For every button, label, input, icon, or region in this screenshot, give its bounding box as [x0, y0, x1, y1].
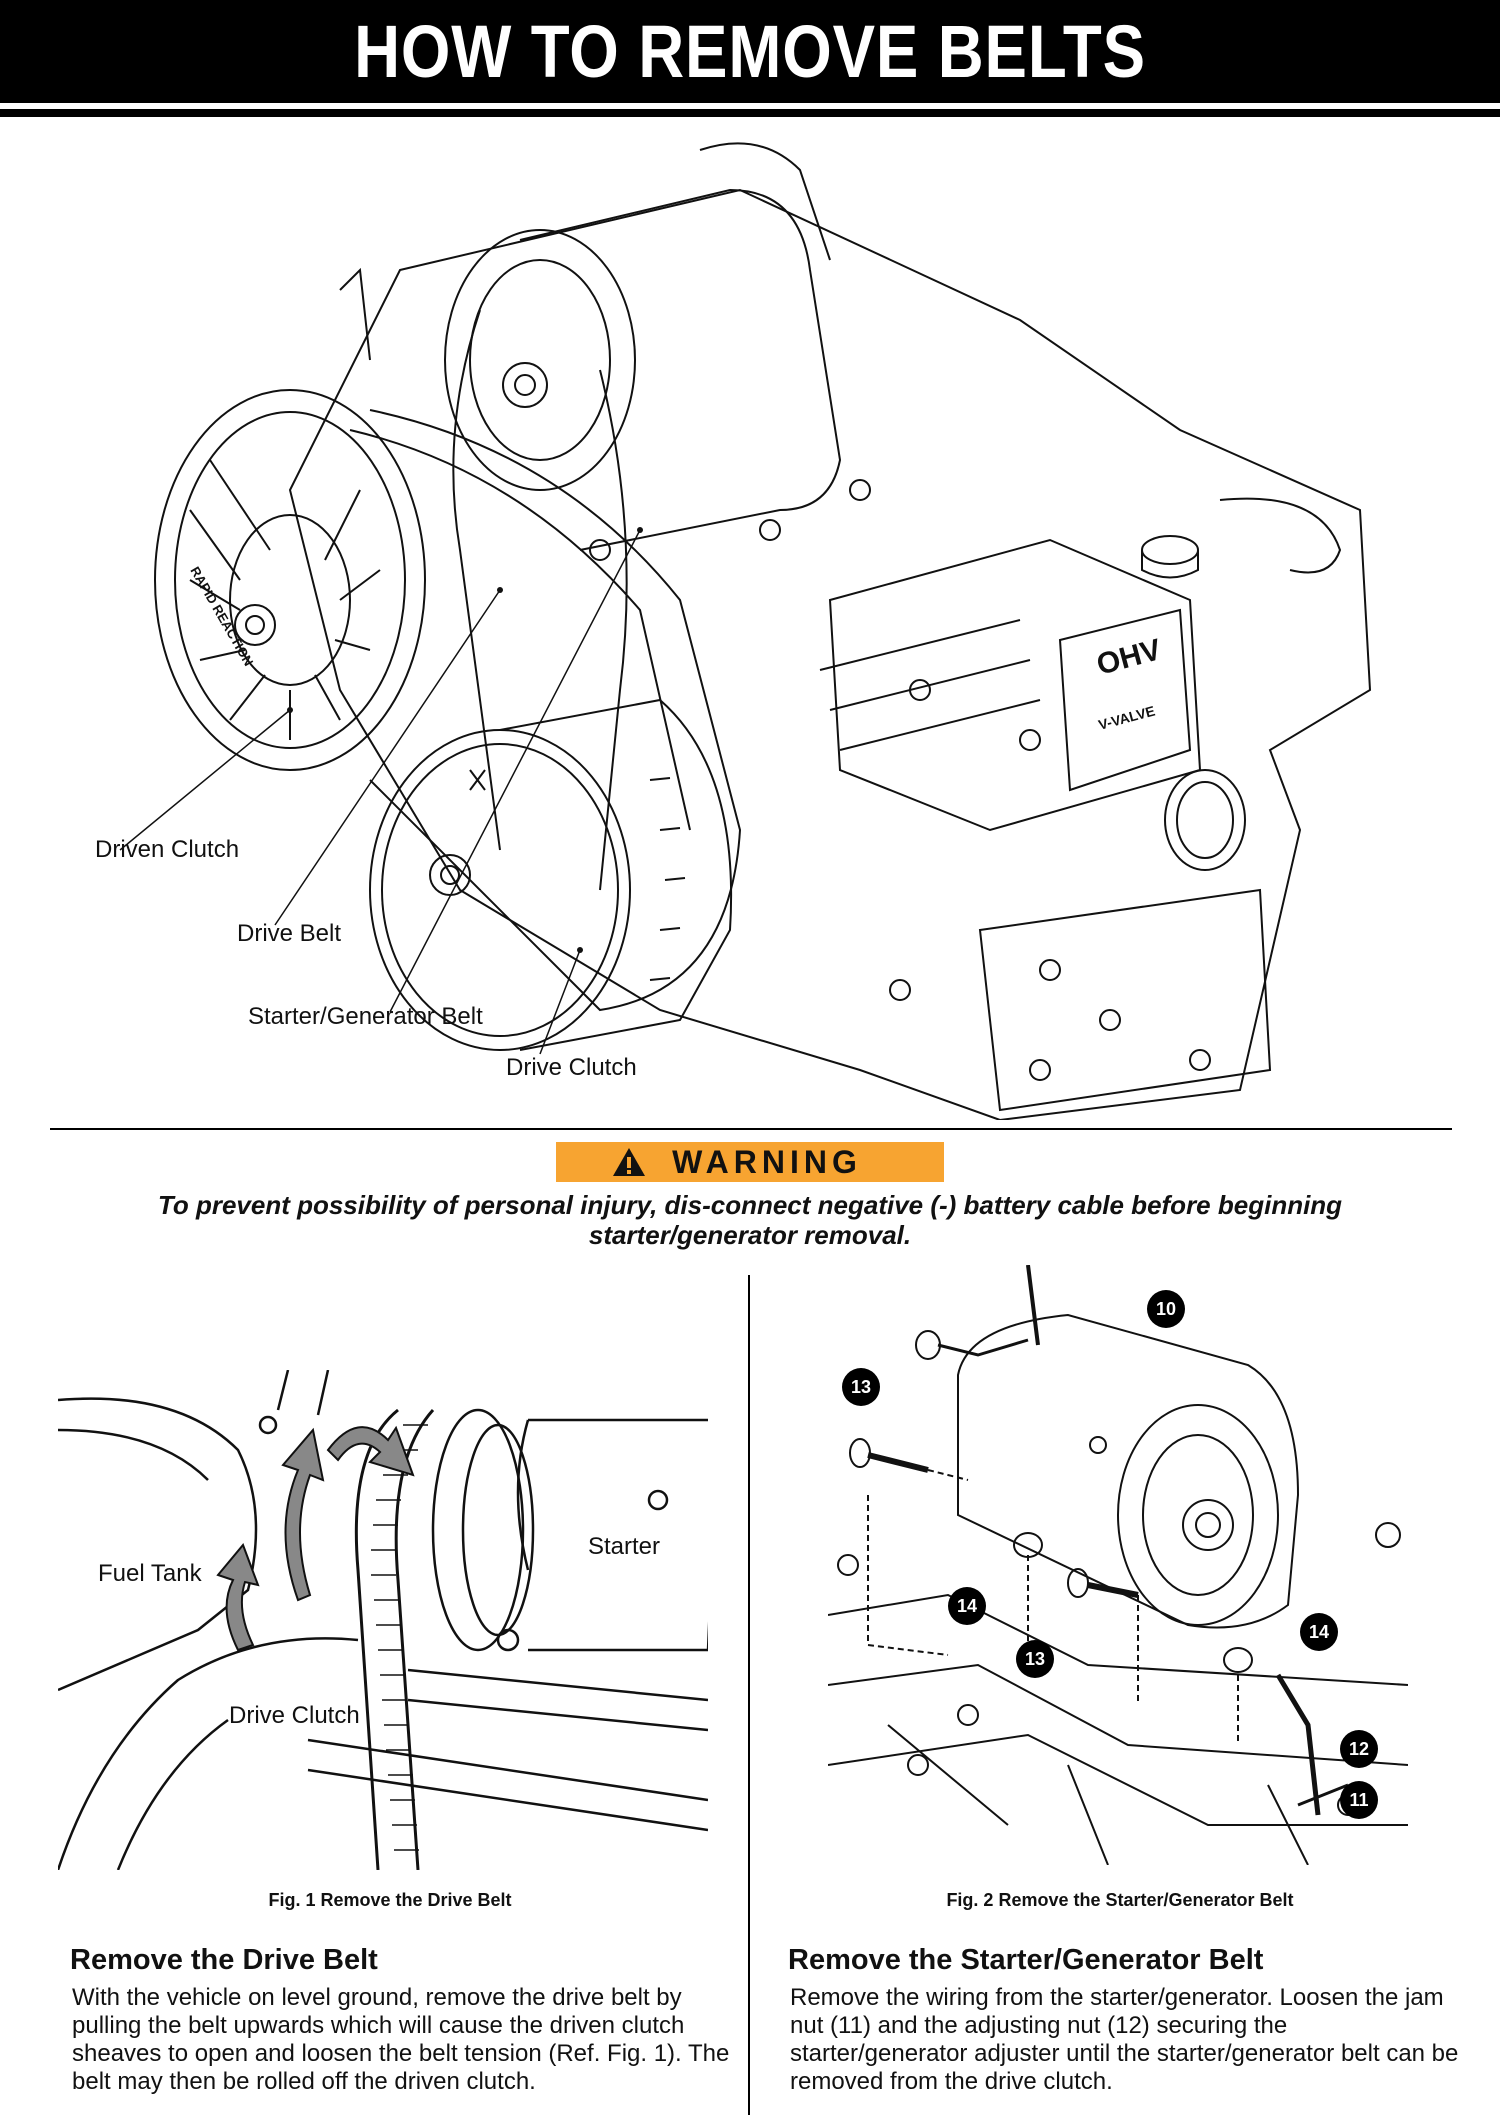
drive-belt-heading: Remove the Drive Belt	[70, 1944, 378, 1976]
v-valve-stamp: V-VALVE	[1097, 702, 1157, 732]
fig2-caption: Fig. 2 Remove the Starter/Generator Belt	[946, 1890, 1294, 1910]
fig2-badge-10: 10	[1147, 1290, 1185, 1328]
header-rule	[0, 109, 1500, 117]
fig2-badge-12: 12	[1340, 1730, 1378, 1768]
callout-drive-belt: Drive Belt	[237, 920, 342, 947]
starter-belt-heading: Remove the Starter/Generator Belt	[788, 1944, 1264, 1976]
section-divider	[50, 1128, 1452, 1130]
rapid-reaction-stamp: RAPID REACTION	[187, 564, 256, 668]
callout-starter-generator-belt: Starter/Generator Belt	[248, 1003, 483, 1030]
ohv-stamp: OHV	[1093, 633, 1164, 682]
starter-belt-instructions: Remove the wiring from the starter/gener…	[790, 1984, 1459, 2095]
fig1-label-starter: Starter	[588, 1533, 661, 1560]
warning-triangle-icon	[613, 1148, 645, 1176]
page-title: HOW TO REMOVE BELTS	[354, 10, 1146, 93]
figure2-illustration	[828, 1265, 1408, 1865]
fig1-caption: Fig. 1 Remove the Drive Belt	[268, 1890, 512, 1910]
fig2-badge-13-bottom: 13	[1016, 1640, 1054, 1678]
fig2-badge-11: 11	[1340, 1781, 1378, 1819]
leader-driven-clutch	[119, 709, 291, 851]
warning-label: WARNING	[672, 1144, 862, 1180]
fig1-label-drive-clutch: Drive Clutch	[229, 1702, 360, 1729]
fig2-badge-14-left: 14	[948, 1587, 986, 1625]
figure1-illustration	[58, 1370, 708, 1870]
fig2-badge-14-right: 14	[1300, 1613, 1338, 1651]
engine-illustration: OHV V-VALVE RAPID REACTION	[119, 142, 1372, 1120]
leader-drive-clutch	[539, 949, 581, 1055]
callout-driven-clutch: Driven Clutch	[95, 836, 240, 863]
header-bar	[0, 0, 1500, 103]
leader-drive-belt	[274, 589, 501, 926]
callout-drive-clutch: Drive Clutch	[506, 1054, 637, 1081]
leader-starter-belt	[389, 529, 641, 1013]
fig1-label-fuel-tank: Fuel Tank	[98, 1560, 202, 1587]
warning-message: To prevent possibility of personal injur…	[157, 1190, 1343, 1250]
fig2-badge-13-top: 13	[842, 1368, 880, 1406]
column-divider	[748, 1275, 750, 2115]
drive-belt-instructions: With the vehicle on level ground, remove…	[72, 1984, 730, 2095]
